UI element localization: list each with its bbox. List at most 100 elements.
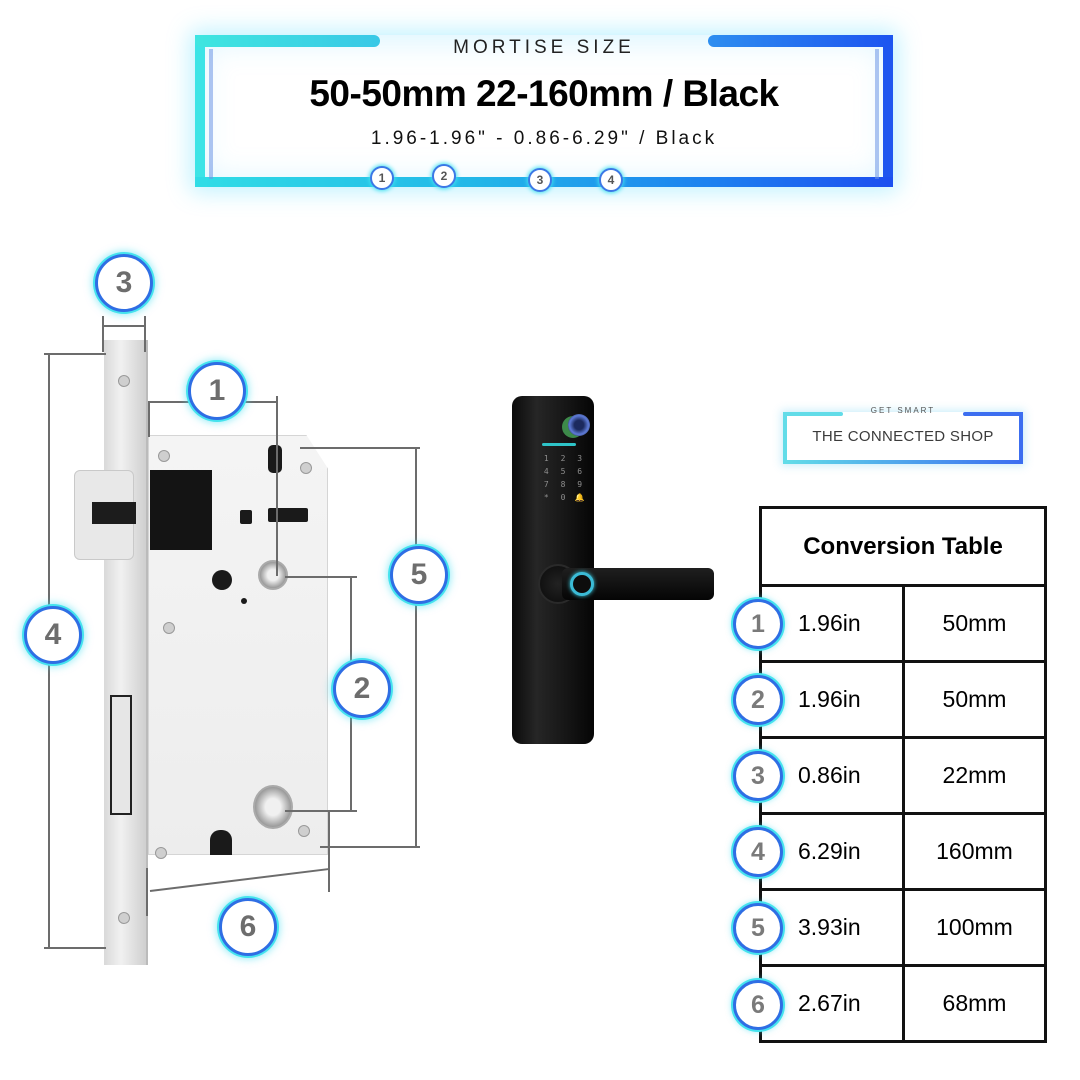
case-hole (241, 598, 247, 604)
deadbolt-slot (110, 695, 132, 815)
frame-top-left-bar (195, 35, 380, 47)
screw (298, 825, 310, 837)
key-2: 2 (560, 454, 566, 463)
dimension-tick (276, 396, 278, 576)
mm-cell: 50mm (902, 660, 1047, 739)
key-star: * (543, 493, 549, 502)
mm-cell: 50mm (902, 584, 1047, 663)
row-marker-5: 5 (733, 903, 783, 953)
marker-3: 3 (95, 254, 153, 312)
dimension-tick (144, 316, 146, 352)
inches-cell: 0.86in (759, 736, 905, 815)
table-row: 2.67in 68mm (759, 964, 1047, 1043)
frame-inner-left (209, 49, 213, 179)
marker-6: 6 (219, 898, 277, 956)
dimension-tick (102, 316, 104, 352)
marker-5: 5 (390, 546, 448, 604)
marker-2: 2 (333, 660, 391, 718)
dimension-tick (44, 947, 106, 949)
key-3: 3 (577, 454, 583, 463)
header-banner: MORTISE SIZE 50-50mm 22-160mm / Black 1.… (195, 35, 893, 192)
brand-frame-top-right (963, 412, 1023, 416)
brand-logo: GET SMART THE CONNECTED SHOP (783, 404, 1023, 464)
step-marker-4: 4 (599, 168, 623, 192)
dimension-tick (300, 447, 420, 449)
table-row: 6.29in 160mm (759, 812, 1047, 891)
inches-cell: 2.67in (759, 964, 905, 1043)
key-5: 5 (560, 467, 566, 476)
frame-inner-right (875, 49, 879, 179)
row-marker-4: 4 (733, 827, 783, 877)
key-8: 8 (560, 480, 566, 489)
mm-cell: 22mm (902, 736, 1047, 815)
header-imperial-size: 1.96-1.96" - 0.86-6.29" / Black (370, 128, 718, 149)
status-led (542, 443, 576, 446)
screw (118, 375, 130, 387)
brand-name: THE CONNECTED SHOP (812, 428, 994, 445)
dimension-tick (285, 576, 357, 578)
row-marker-6: 6 (733, 980, 783, 1030)
mm-cell: 100mm (902, 888, 1047, 967)
latch-window (150, 470, 212, 550)
smart-lock-product-image: 1 2 3 4 5 6 7 8 9 * 0 🔔 (512, 396, 722, 746)
screw (163, 622, 175, 634)
step-marker-1: 1 (370, 166, 394, 190)
frame-right-edge (883, 35, 893, 187)
doorbell-icon: 🔔 (574, 493, 585, 502)
dimension-tick (285, 810, 357, 812)
mm-cell: 68mm (902, 964, 1047, 1043)
marker-4: 4 (24, 606, 82, 664)
mm-cell: 160mm (902, 812, 1047, 891)
screw (155, 847, 167, 859)
table-row: 3.93in 100mm (759, 888, 1047, 967)
header-subtitle: MORTISE SIZE (453, 37, 635, 58)
dimension-line-6 (149, 868, 329, 892)
dimension-tick (320, 846, 420, 848)
camera-icon (568, 414, 590, 436)
inches-cell: 1.96in (759, 660, 905, 739)
key-4: 4 (543, 467, 549, 476)
dimension-tick (146, 868, 148, 916)
row-marker-2: 2 (733, 675, 783, 725)
conversion-table: Conversion Table 1.96in 50mm 1.96in 50mm… (759, 506, 1047, 1043)
key-6: 6 (577, 467, 583, 476)
table-row: 1.96in 50mm (759, 660, 1047, 739)
brand-frame-top-left (783, 412, 843, 416)
mortise-lock-diagram: 3 1 4 5 2 6 (0, 240, 460, 1000)
case-hole (212, 570, 232, 590)
case-notch (210, 830, 232, 855)
case-slot (268, 445, 282, 473)
conversion-table-title: Conversion Table (759, 506, 1047, 587)
key-7: 7 (543, 480, 549, 489)
brand-tagline: GET SMART (870, 406, 936, 415)
key-0: 0 (560, 493, 566, 502)
cylinder-hole (253, 785, 293, 829)
brand-frame (783, 412, 1023, 464)
table-row: 0.86in 22mm (759, 736, 1047, 815)
row-marker-3: 3 (733, 751, 783, 801)
case-slot (240, 510, 252, 524)
keypad: 1 2 3 4 5 6 7 8 9 * 0 🔔 (538, 454, 588, 502)
row-marker-1: 1 (733, 599, 783, 649)
case-slot (268, 508, 308, 522)
fingerprint-sensor-icon (570, 572, 594, 596)
key-9: 9 (577, 480, 583, 489)
screw (300, 462, 312, 474)
dimension-tick (44, 353, 106, 355)
dimension-tick (328, 810, 330, 892)
step-marker-3: 3 (528, 168, 552, 192)
dimension-line-5 (415, 447, 417, 847)
step-marker-2: 2 (432, 164, 456, 188)
header-title: 50-50mm 22-160mm / Black (309, 73, 779, 114)
spindle-hole (258, 560, 288, 590)
lock-faceplate (104, 340, 148, 965)
latch-bar (92, 502, 136, 524)
frame-left-edge (195, 35, 205, 187)
table-row: 1.96in 50mm (759, 584, 1047, 663)
marker-1: 1 (188, 362, 246, 420)
frame-top-right-bar (708, 35, 893, 47)
screw (158, 450, 170, 462)
key-1: 1 (543, 454, 549, 463)
inches-cell: 1.96in (759, 584, 905, 663)
screw (118, 912, 130, 924)
